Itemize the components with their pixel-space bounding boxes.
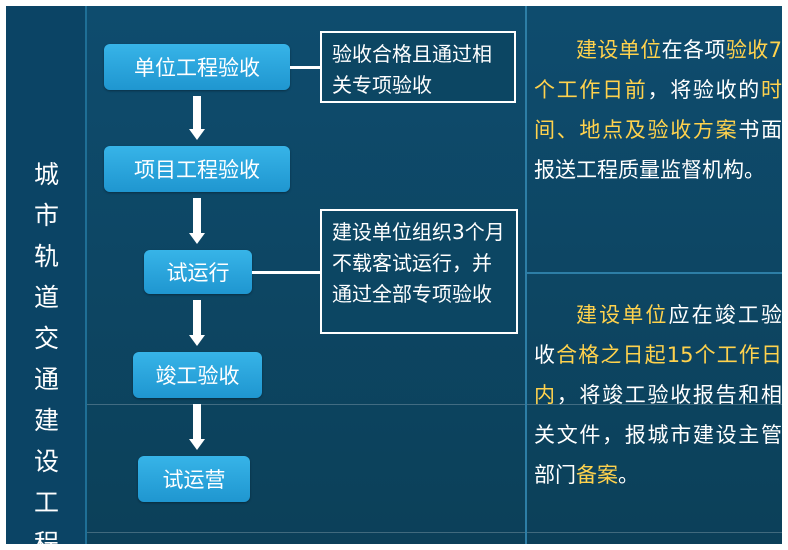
flow-node-trial-operation[interactable]: 试运营 [138,456,250,502]
title-char-5: 通 [33,365,59,394]
guide-line-top [0,4,788,5]
note-trial-run: 建设单位组织3个月不载客试运行，并通过全部专项验收 [320,209,518,334]
flow-node-trial-run[interactable]: 试运行 [144,250,252,294]
arrow-down-2 [189,198,205,244]
note-unit-acceptance: 验收合格且通过相关专项验收 [320,31,516,103]
title-char-6: 建 [33,406,59,435]
flow-node-completion-acceptance[interactable]: 竣工验收 [133,352,262,398]
arrow-down-4 [189,404,205,450]
rb2-seg-4: 备案 [576,463,618,487]
rb2-seg-0: 建设单位 [576,303,669,327]
rb1-seg-0: 建设单位 [576,38,662,62]
arrow-down-1 [189,96,205,140]
title-column: 城 市 轨 道 交 通 建 设 工 程 验 收 程 序 [6,6,87,550]
rb1-seg-1: 在各项 [661,38,726,62]
rb1-seg-3: ，将验收的 [647,78,762,102]
right-text-block-2: 建设单位应在竣工验收合格之日起15个工作日内，将竣工验收报告和相关文件，报城市建… [534,295,782,495]
vertical-separator [525,6,527,544]
guide-line-bottom [0,532,788,533]
rb2-seg-1: 应在竣工验收 [534,303,782,367]
title-char-0: 城 [33,160,59,189]
title-char-9: 程 [33,529,59,550]
title-char-8: 工 [33,488,59,517]
guide-line-middle [0,404,788,405]
rb2-seg-5: 。 [618,463,639,487]
flow-node-project-acceptance[interactable]: 项目工程验收 [104,146,290,192]
title-char-3: 道 [33,283,59,312]
title-column-text: 城 市 轨 道 交 通 建 设 工 程 验 收 程 序 [6,154,87,550]
title-char-7: 设 [33,447,59,476]
arrow-down-3 [189,300,205,346]
rb1-seg-5: 书面报送工程质量监督机构。 [534,118,783,182]
horizontal-separator [527,272,782,274]
title-char-4: 交 [33,324,59,353]
rb2-seg-3: ，将竣工验收报告和相关文件，报城市建设主管部门 [534,383,783,487]
connector-line-1 [290,66,322,69]
flow-node-unit-acceptance[interactable]: 单位工程验收 [104,44,290,90]
connector-line-2 [252,271,322,274]
title-char-2: 轨 [33,242,59,271]
rb1-seg-2: 验收7个工作日前 [534,38,783,102]
title-char-1: 市 [33,201,59,230]
rb1-seg-4: 时间、地点及验收方案 [534,78,782,142]
right-text-block-1: 建设单位在各项验收7个工作日前，将验收的时间、地点及验收方案书面报送工程质量监督… [534,30,782,190]
rb2-seg-2: 合格之日起15个工作日内 [534,343,783,407]
